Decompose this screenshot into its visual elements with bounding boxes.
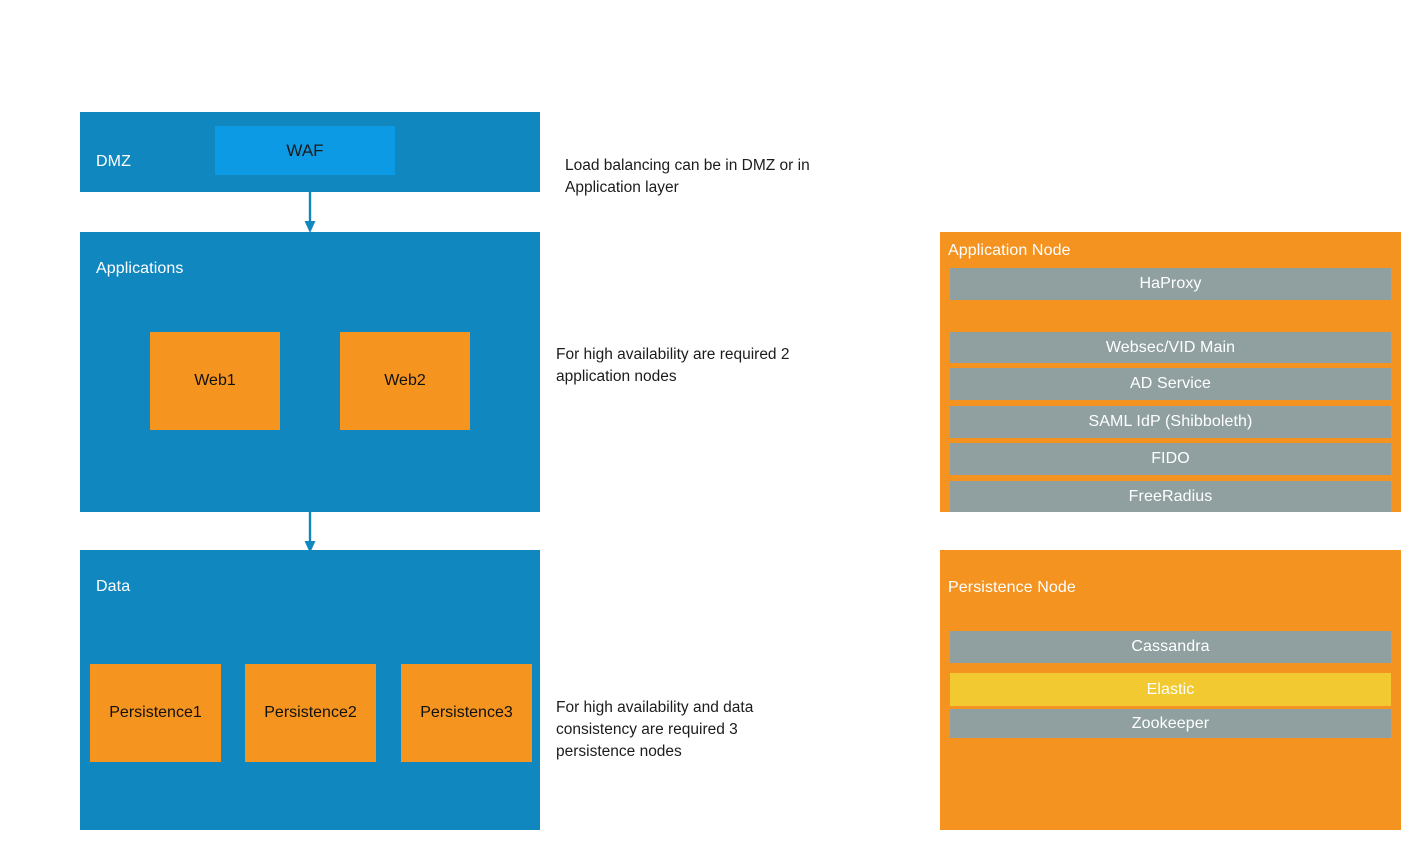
zone-data-title: Data [96, 578, 131, 595]
panel-application-node[interactable]: Application Node HaProxy Websec/VID Main… [940, 232, 1401, 512]
component-saml-idp[interactable]: SAML IdP (Shibboleth) [950, 406, 1391, 438]
connector-dmz-to-applications [304, 190, 316, 233]
panel-persistence-node-title: Persistence Node [948, 579, 1076, 596]
component-fido[interactable]: FIDO [950, 443, 1391, 475]
component-haproxy[interactable]: HaProxy [950, 268, 1391, 300]
connector-applications-to-data [304, 510, 316, 553]
node-persistence3[interactable]: Persistence3 [401, 664, 532, 762]
annotation-data: For high availability and data consisten… [556, 699, 754, 760]
node-persistence2[interactable]: Persistence2 [245, 664, 376, 762]
zone-dmz[interactable]: DMZ WAF [80, 112, 540, 192]
zone-dmz-title: DMZ [96, 153, 131, 170]
node-waf[interactable]: WAF [215, 126, 395, 175]
node-web1[interactable]: Web1 [150, 332, 280, 430]
component-freeradius[interactable]: FreeRadius [950, 481, 1391, 512]
component-ad-service[interactable]: AD Service [950, 368, 1391, 400]
annotation-applications: For high availability are required 2 app… [556, 346, 790, 385]
node-persistence1[interactable]: Persistence1 [90, 664, 221, 762]
zone-data[interactable]: Data Persistence1 Persistence2 Persisten… [80, 550, 540, 830]
component-zookeeper[interactable]: Zookeeper [950, 709, 1391, 738]
annotation-dmz: Load balancing can be in DMZ or in Appli… [565, 157, 810, 196]
component-elastic[interactable]: Elastic [950, 673, 1391, 706]
component-cassandra[interactable]: Cassandra [950, 631, 1391, 663]
panel-persistence-node[interactable]: Persistence Node Cassandra Elastic Zooke… [940, 550, 1401, 830]
component-websec-vid-main[interactable]: Websec/VID Main [950, 332, 1391, 363]
panel-application-node-title: Application Node [948, 242, 1071, 259]
node-web2[interactable]: Web2 [340, 332, 470, 430]
zone-applications-title: Applications [96, 260, 184, 277]
zone-applications[interactable]: Applications Web1 Web2 [80, 232, 540, 512]
